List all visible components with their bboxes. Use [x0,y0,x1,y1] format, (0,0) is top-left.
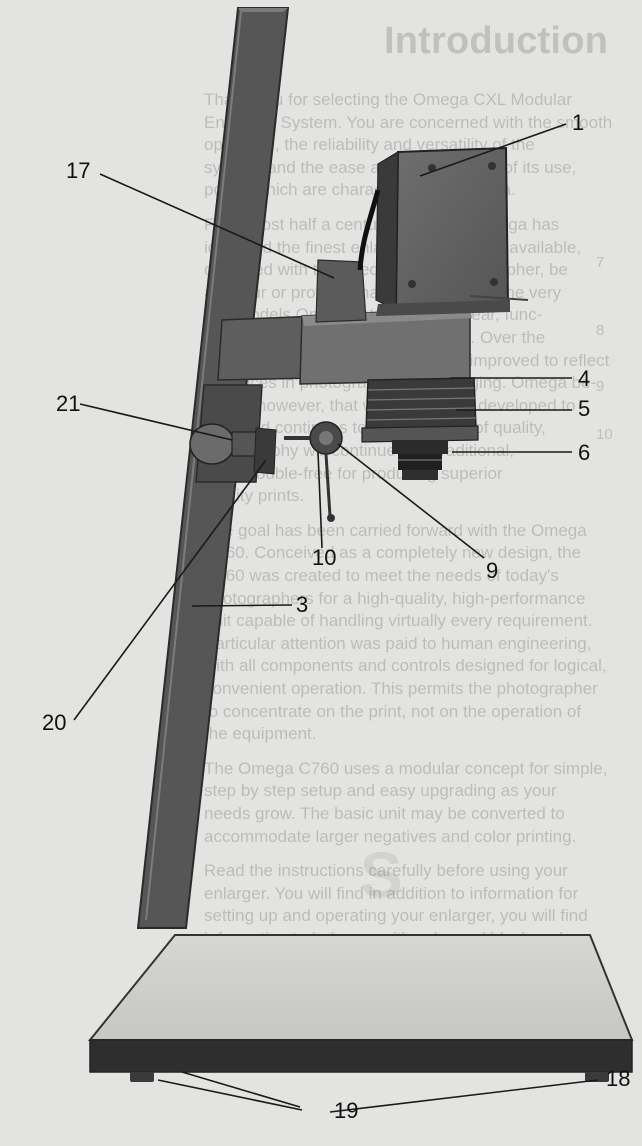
focus-knob [309,421,343,522]
lens [392,440,448,480]
callout-19: 19 [334,1098,359,1123]
background-text-line: C760 was created to meet the needs of to… [204,566,559,585]
callout-10: 10 [312,545,337,570]
background-text-line: to concentrate on the print, not on the … [204,701,582,721]
background-text-line: enlarger. You will find in addition to i… [204,883,579,903]
background-text-line: step by step setup and easy upgrading as… [204,781,557,801]
background-text-line: photographers for a high-quality, high-p… [204,588,586,608]
callout-4: 4 [578,366,591,391]
background-text-line: C760. Conceived as a completely new desi… [204,543,582,563]
callout-18: 18 [606,1066,631,1091]
background-text-line: Enlarging System. You are concerned with… [204,112,613,132]
background-text-line: with all components and controls designe… [204,656,607,676]
callout-1: 1 [572,110,585,135]
callout-5: 5 [578,396,591,421]
baseboard [87,934,634,1082]
background-text-line: needs grow. The basic unit may be conver… [204,804,565,823]
background-margin-number: 8 [596,322,605,339]
lamp-house [357,146,529,316]
background-margin-number: 7 [596,254,605,271]
callout-6: 6 [578,440,591,465]
callout-9: 9 [486,558,499,583]
background-margin-number: 9 [596,378,605,395]
callout-20: 20 [42,710,67,735]
background-text-line: unit capable of handling virtually every… [204,611,593,631]
background-text-line: accommodate larger negatives and color p… [204,826,577,846]
background-text-line: the equipment. [204,724,317,744]
background-text-line: Read the instructions carefully before u… [204,861,568,881]
bellows [361,377,479,443]
background-text-line: Thank you for selecting the Omega CXL Mo… [204,90,572,109]
background-margin-number: 10 [596,426,613,443]
elevation-knob [189,423,277,475]
callout-21: 21 [56,391,81,416]
background-watermark: S [360,839,409,911]
background-text-line: The goal has been carried forward with t… [204,520,587,540]
background-text-line: setting up and operating your enlarger, … [204,906,588,926]
background-text-line: Particular attention was paid to human e… [204,633,592,653]
background-title: Introduction [384,20,609,62]
callout-3: 3 [296,592,309,617]
background-text-line: convenient operation. This permits the p… [204,679,598,698]
background-text-line: The Omega C760 uses a modular concept fo… [204,758,608,778]
callout-17: 17 [66,158,91,183]
leader-lines [73,123,599,1113]
